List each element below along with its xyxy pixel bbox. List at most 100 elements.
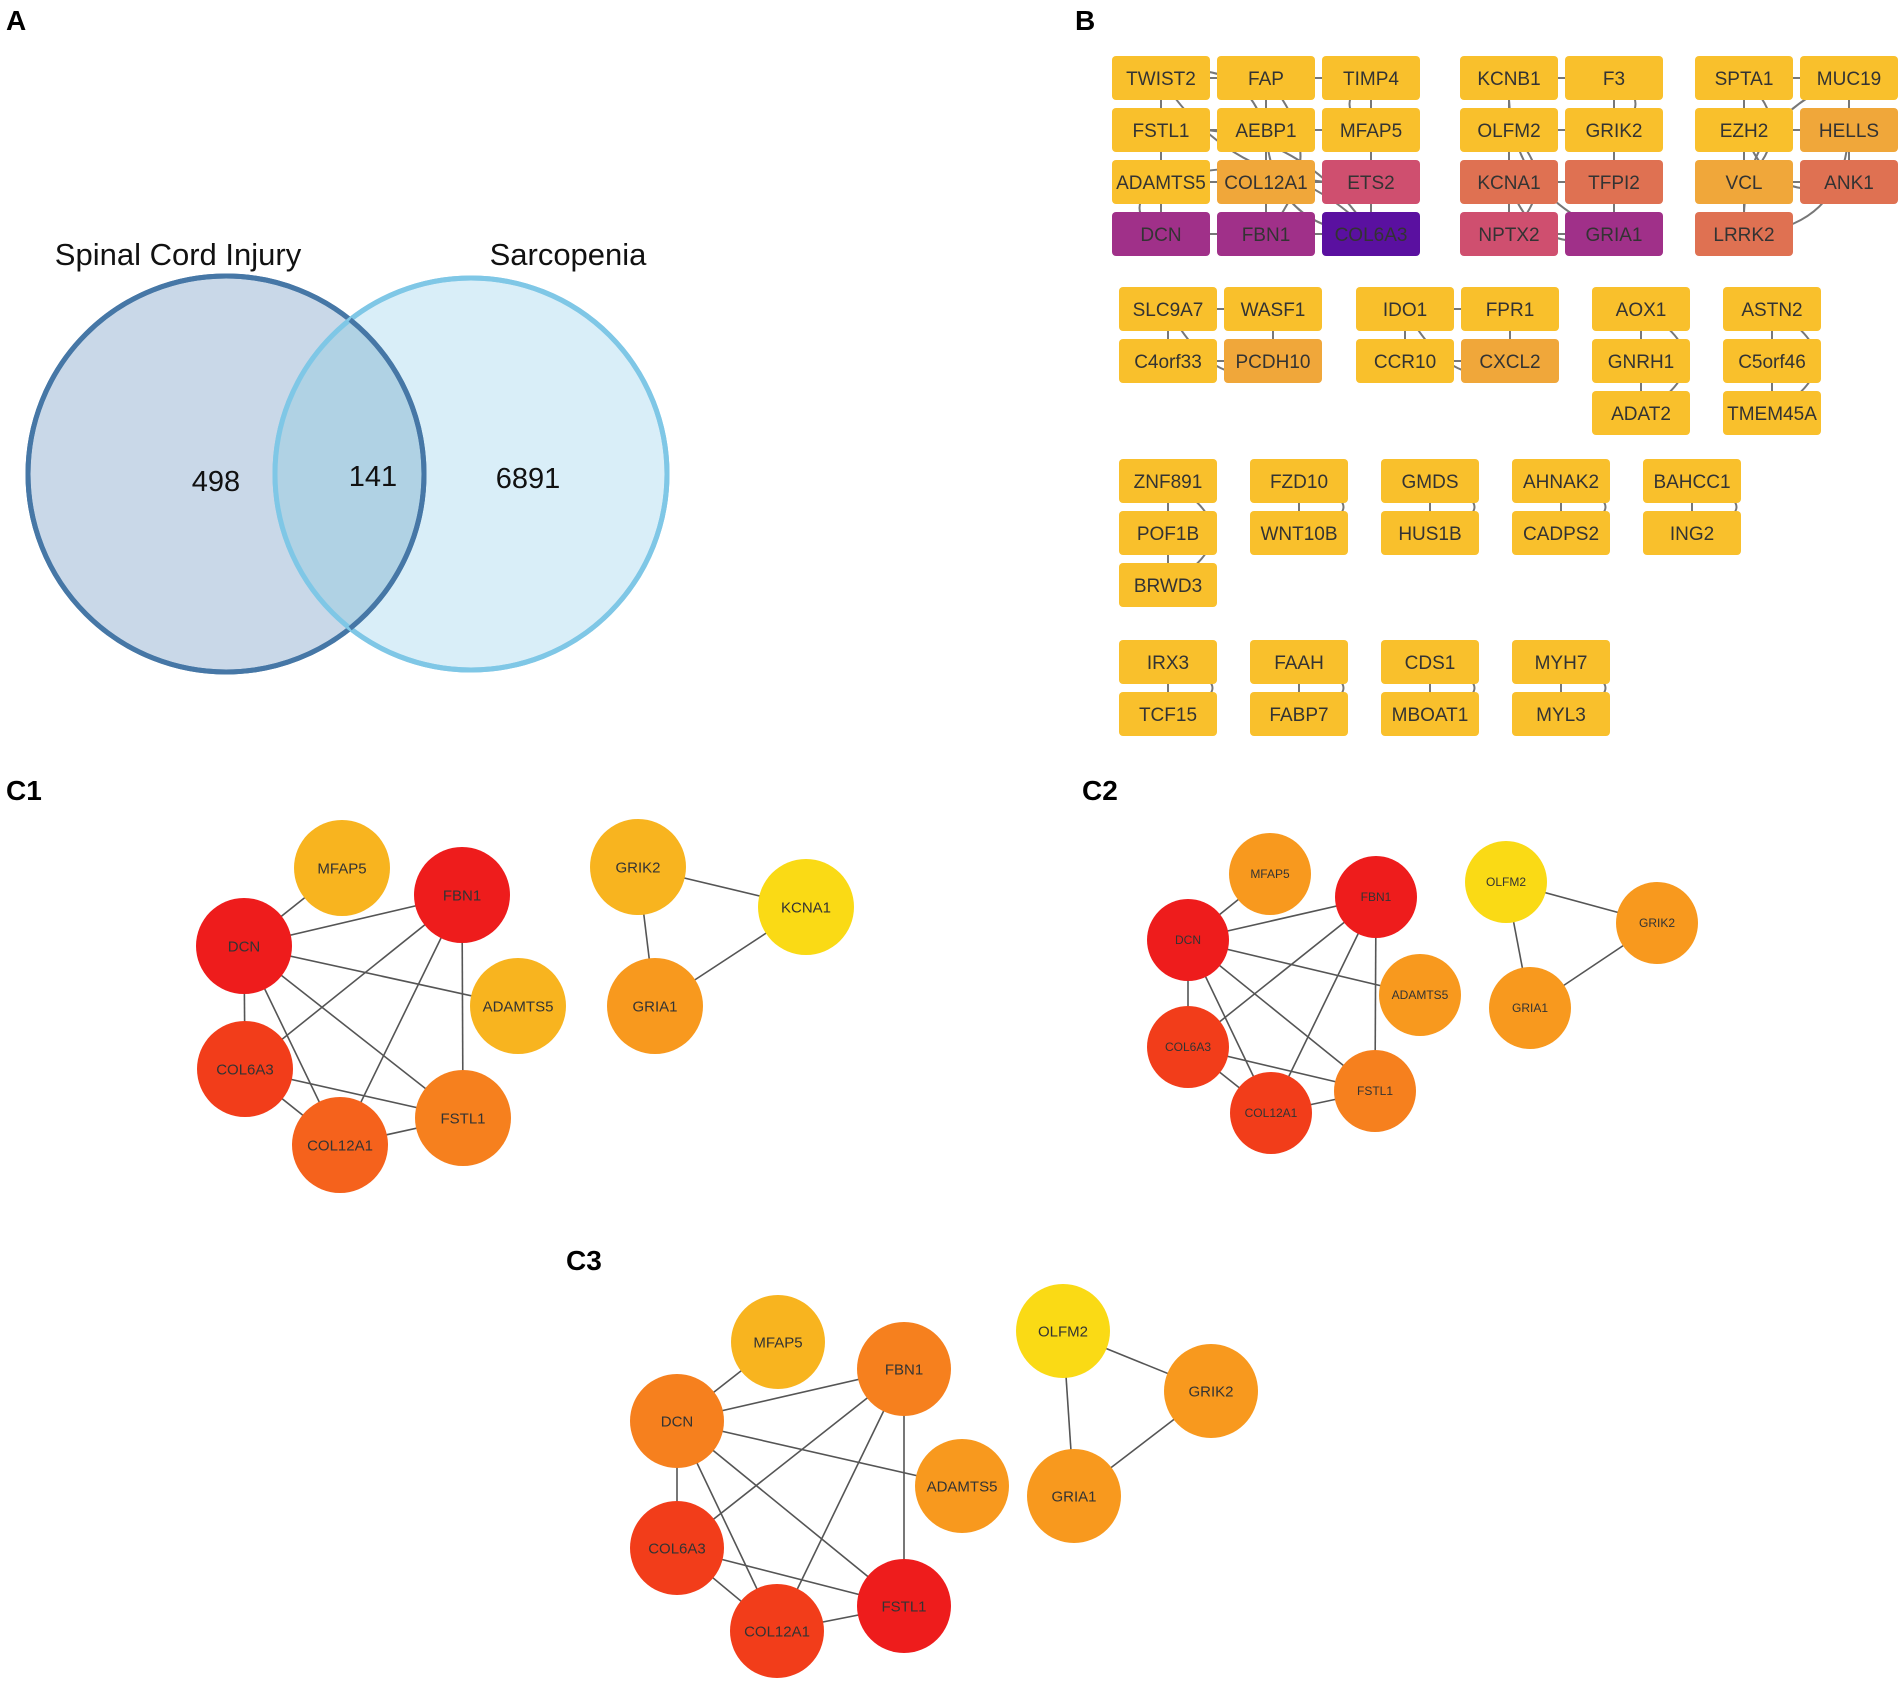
module-node-brwd3[interactable]: BRWD3	[1119, 563, 1217, 607]
module-node-c4orf33[interactable]: C4orf33	[1119, 339, 1217, 383]
hub-node-label: DCN	[1175, 933, 1201, 947]
module-node-nptx2[interactable]: NPTX2	[1460, 212, 1558, 256]
hub-node-c2-fbn1[interactable]: FBN1	[1335, 856, 1417, 938]
module-node-grik2[interactable]: GRIK2	[1565, 108, 1663, 152]
module-node-znf891[interactable]: ZNF891	[1119, 459, 1217, 503]
module-node-fap[interactable]: FAP	[1217, 56, 1315, 100]
hub-node-c2-grik2[interactable]: GRIK2	[1616, 882, 1698, 964]
module-node-label: ETS2	[1347, 173, 1395, 194]
hub-node-c1-col12a1[interactable]: COL12A1	[292, 1097, 388, 1193]
module-node-tmem45a[interactable]: TMEM45A	[1723, 391, 1821, 435]
module-node-spta1[interactable]: SPTA1	[1695, 56, 1793, 100]
hub-node-c3-col6a3[interactable]: COL6A3	[630, 1501, 724, 1595]
module-node-aebp1[interactable]: AEBP1	[1217, 108, 1315, 152]
module-node-ahnak2[interactable]: AHNAK2	[1512, 459, 1610, 503]
hub-node-c3-col12a1[interactable]: COL12A1	[730, 1584, 824, 1678]
module-node-pcdh10[interactable]: PCDH10	[1224, 339, 1322, 383]
module-node-f3[interactable]: F3	[1565, 56, 1663, 100]
module-node-ccr10[interactable]: CCR10	[1356, 339, 1454, 383]
hub-node-c3-mfap5[interactable]: MFAP5	[731, 1295, 825, 1389]
module-node-c5orf46[interactable]: C5orf46	[1723, 339, 1821, 383]
module-node-ets2[interactable]: ETS2	[1322, 160, 1420, 204]
module-node-timp4[interactable]: TIMP4	[1322, 56, 1420, 100]
module-node-mboat1[interactable]: MBOAT1	[1381, 692, 1479, 736]
hub-node-c3-adamts5[interactable]: ADAMTS5	[915, 1439, 1009, 1533]
hub-node-c1-dcn[interactable]: DCN	[196, 898, 292, 994]
module-node-ido1[interactable]: IDO1	[1356, 287, 1454, 331]
module-node-astn2[interactable]: ASTN2	[1723, 287, 1821, 331]
module-node-myl3[interactable]: MYL3	[1512, 692, 1610, 736]
hub-node-c2-olfm2[interactable]: OLFM2	[1465, 841, 1547, 923]
module-node-wasf1[interactable]: WASF1	[1224, 287, 1322, 331]
hub-node-c2-fstl1[interactable]: FSTL1	[1334, 1050, 1416, 1132]
module-node-gnrh1[interactable]: GNRH1	[1592, 339, 1690, 383]
module-node-olfm2[interactable]: OLFM2	[1460, 108, 1558, 152]
module-node-tcf15[interactable]: TCF15	[1119, 692, 1217, 736]
module-node-box	[1695, 108, 1793, 152]
module-node-ank1[interactable]: ANK1	[1800, 160, 1898, 204]
module-node-slc9a7[interactable]: SLC9A7	[1119, 287, 1217, 331]
module-node-hells[interactable]: HELLS	[1800, 108, 1898, 152]
hub-node-c1-mfap5[interactable]: MFAP5	[294, 820, 390, 916]
hub-node-c2-gria1[interactable]: GRIA1	[1489, 967, 1571, 1049]
module-node-fabp7[interactable]: FABP7	[1250, 692, 1348, 736]
module-node-adamts5[interactable]: ADAMTS5	[1112, 160, 1210, 204]
module-node-fpr1[interactable]: FPR1	[1461, 287, 1559, 331]
hub-node-c1-gria1[interactable]: GRIA1	[607, 958, 703, 1054]
module-node-wnt10b[interactable]: WNT10B	[1250, 511, 1348, 555]
hub-node-circle	[1016, 1284, 1110, 1378]
module-node-adat2[interactable]: ADAT2	[1592, 391, 1690, 435]
module-node-tfpi2[interactable]: TFPI2	[1565, 160, 1663, 204]
module-node-lrrk2[interactable]: LRRK2	[1695, 212, 1793, 256]
module-node-fstl1[interactable]: FSTL1	[1112, 108, 1210, 152]
hub-node-c3-olfm2[interactable]: OLFM2	[1016, 1284, 1110, 1378]
module-node-box	[1250, 692, 1348, 736]
module-node-kcnb1[interactable]: KCNB1	[1460, 56, 1558, 100]
module-node-label: FSTL1	[1132, 121, 1189, 142]
module-node-kcna1[interactable]: KCNA1	[1460, 160, 1558, 204]
module-node-fzd10[interactable]: FZD10	[1250, 459, 1348, 503]
hub-node-c1-kcna1[interactable]: KCNA1	[758, 859, 854, 955]
module-node-bahcc1[interactable]: BAHCC1	[1643, 459, 1741, 503]
hub-node-c2-mfap5[interactable]: MFAP5	[1229, 833, 1311, 915]
module-node-col6a3[interactable]: COL6A3	[1322, 212, 1420, 256]
hub-node-c1-col6a3[interactable]: COL6A3	[197, 1021, 293, 1117]
hub-node-circle	[415, 1070, 511, 1166]
hub-node-c1-fstl1[interactable]: FSTL1	[415, 1070, 511, 1166]
hub-node-c1-fbn1[interactable]: FBN1	[414, 847, 510, 943]
module-node-gmds[interactable]: GMDS	[1381, 459, 1479, 503]
hub-node-c3-grik2[interactable]: GRIK2	[1164, 1344, 1258, 1438]
module-node-myh7[interactable]: MYH7	[1512, 640, 1610, 684]
module-node-ing2[interactable]: ING2	[1643, 511, 1741, 555]
module-node-faah[interactable]: FAAH	[1250, 640, 1348, 684]
module-curved-edge	[1265, 77, 1302, 235]
hub-node-c2-dcn[interactable]: DCN	[1147, 899, 1229, 981]
module-node-ezh2[interactable]: EZH2	[1695, 108, 1793, 152]
module-node-pof1b[interactable]: POF1B	[1119, 511, 1217, 555]
module-node-hus1b[interactable]: HUS1B	[1381, 511, 1479, 555]
module-node-twist2[interactable]: TWIST2	[1112, 56, 1210, 100]
hub-node-c3-gria1[interactable]: GRIA1	[1027, 1449, 1121, 1543]
module-node-irx3[interactable]: IRX3	[1119, 640, 1217, 684]
module-node-mfap5[interactable]: MFAP5	[1322, 108, 1420, 152]
module-node-label: MYH7	[1535, 653, 1588, 674]
module-node-cadps2[interactable]: CADPS2	[1512, 511, 1610, 555]
module-node-fbn1[interactable]: FBN1	[1217, 212, 1315, 256]
hub-node-c1-grik2[interactable]: GRIK2	[590, 819, 686, 915]
module-node-gria1[interactable]: GRIA1	[1565, 212, 1663, 256]
hub-node-c2-adamts5[interactable]: ADAMTS5	[1379, 954, 1461, 1036]
hub-node-label: KCNA1	[781, 899, 831, 916]
hub-node-c2-col12a1[interactable]: COL12A1	[1230, 1072, 1312, 1154]
module-node-dcn[interactable]: DCN	[1112, 212, 1210, 256]
hub-node-c3-fstl1[interactable]: FSTL1	[857, 1559, 951, 1653]
hub-node-c3-fbn1[interactable]: FBN1	[857, 1322, 951, 1416]
module-node-cxcl2[interactable]: CXCL2	[1461, 339, 1559, 383]
module-node-vcl[interactable]: VCL	[1695, 160, 1793, 204]
hub-node-c1-adamts5[interactable]: ADAMTS5	[470, 958, 566, 1054]
module-node-cds1[interactable]: CDS1	[1381, 640, 1479, 684]
module-node-aox1[interactable]: AOX1	[1592, 287, 1690, 331]
hub-node-c2-col6a3[interactable]: COL6A3	[1147, 1006, 1229, 1088]
module-node-col12a1[interactable]: COL12A1	[1217, 160, 1315, 204]
hub-node-c3-dcn[interactable]: DCN	[630, 1374, 724, 1468]
module-node-muc19[interactable]: MUC19	[1800, 56, 1898, 100]
